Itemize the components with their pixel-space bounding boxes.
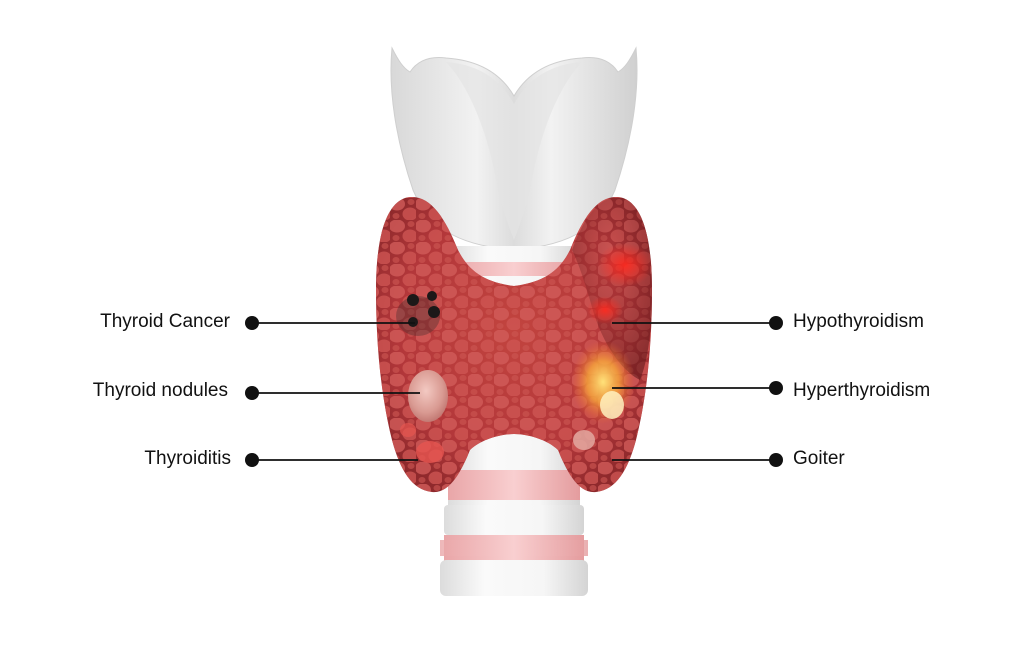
dot-thyroid-nodules <box>245 386 259 400</box>
label-goiter: Goiter <box>793 448 845 469</box>
dot-goiter <box>769 453 783 467</box>
thyroid-cartilage <box>390 46 638 251</box>
label-thyroiditis: Thyroiditis <box>144 448 231 469</box>
leader-lines <box>245 316 783 467</box>
label-thyroid-nodules: Thyroid nodules <box>92 380 228 401</box>
dot-hyperthyroidism <box>769 381 783 395</box>
label-thyroid-cancer: Thyroid Cancer <box>100 311 230 332</box>
label-hypothyroidism: Hypothyroidism <box>793 311 924 332</box>
dot-thyroiditis <box>245 453 259 467</box>
dot-thyroid-cancer <box>245 316 259 330</box>
thyroid-gland <box>376 197 653 493</box>
dot-hypothyroidism <box>769 316 783 330</box>
label-hyperthyroidism: Hyperthyroidism <box>793 380 931 401</box>
cancer-spots <box>396 291 440 336</box>
